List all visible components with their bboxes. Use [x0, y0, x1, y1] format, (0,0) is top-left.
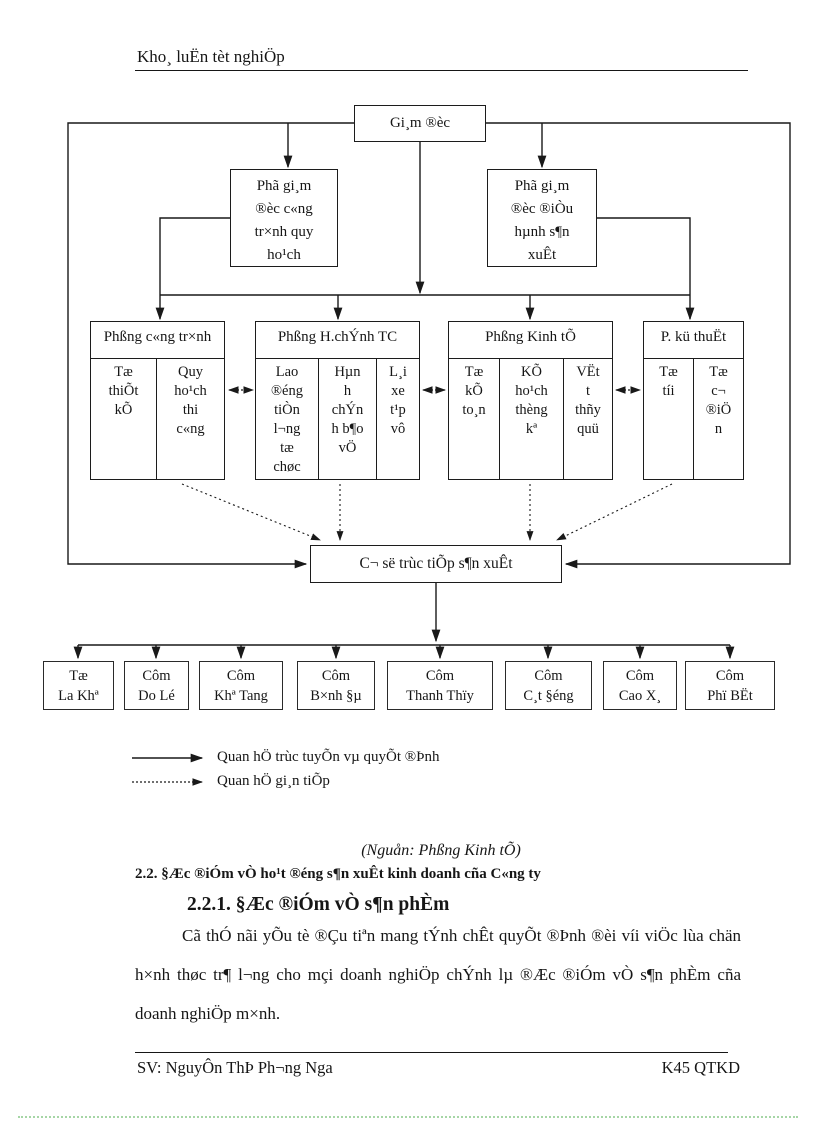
dept-kinh-te-box: Phßng Kinh tÕ Tæ kÕ to¸n KÕ ho¹ch thèng … [448, 321, 613, 480]
dept-cong-trinh-box: Phßng c«ng tr×nh Tæ thiÕt kÕ Quy ho¹ch t… [90, 321, 225, 480]
unit-cell: KÕ ho¹ch thèng kª [499, 359, 563, 479]
unit-cell: Tæ thiÕt kÕ [108, 364, 139, 418]
deputy-left-box: Phã gi¸m ®èc c«ng tr×nh quy ho¹ch [230, 169, 338, 267]
dashed-arrow-dept1-production [181, 483, 321, 541]
site-box: Tæ La Khª [43, 661, 114, 710]
dept-ky-thuat-box: P. kü thuËt Tæ tíi Tæ c¬ ®iÖ n [643, 321, 744, 480]
unit-cell: Tæ c¬ ®iÖ n [693, 359, 743, 479]
line-deputyright-to-dept4 [597, 217, 695, 321]
site-box: Côm Phï BËt [685, 661, 775, 710]
site-box: Côm Do Lé [124, 661, 189, 710]
dept-units: Tæ tíi Tæ c¬ ®iÖ n [644, 359, 743, 479]
legend-direct-label: Quan hÖ trùc tuyÕn vµ quyÕt ®Þnh [217, 749, 440, 765]
unit-cell: L¸i xe t¹p vô [376, 359, 419, 479]
unit-cell: Lao ®éng tiÒn l¬ng tæ chøc [271, 364, 303, 475]
director-box: Gi¸m ®èc [354, 105, 486, 142]
dept-hanh-chinh-box: Phßng H.chÝnh TC Lao ®éng tiÒn l¬ng tæ c… [255, 321, 420, 480]
header-rule [135, 70, 748, 71]
source-note: (Nguån: Phßng Kinh tÕ) [361, 842, 521, 859]
dept-title: Phßng c«ng tr×nh [91, 322, 224, 359]
unit-cell: VËt t thñy quü [563, 359, 612, 479]
production-box: C¬ së trùc tiÕp s¶n xuÊt [310, 545, 562, 583]
body-paragraph: Cã thÓ nãi yÕu tè ®Çu tiªn mang tÝnh chÊ… [135, 926, 741, 1023]
site-box: Côm Cao X¸ [603, 661, 677, 710]
site-box: Côm B×nh §µ [297, 661, 375, 710]
page-header-title: Kho¸ luËn tèt nghiÖp [137, 47, 285, 66]
heading-2-2-1: 2.2.1. §Æc ®iÓm vÒ s¶n phÈm [187, 894, 450, 915]
unit-cell: Quy ho¹ch thi c«ng [156, 359, 224, 479]
footer-class: K45 QTKD [661, 1058, 740, 1077]
unit-cell: Tæ kÕ to¸n [462, 364, 486, 418]
legend-indirect-label: Quan hÖ gi¸n tiÕp [217, 773, 330, 789]
page-bottom-dotted-line [18, 1116, 798, 1118]
dept-units: Lao ®éng tiÒn l¬ng tæ chøc Hµn h chÝn h … [256, 359, 419, 479]
heading-2-2: 2.2. §Æc ®iÓm vÒ ho¹t ®éng s¶n xuÊt kinh… [135, 866, 541, 882]
dept-units: Tæ kÕ to¸n KÕ ho¹ch thèng kª VËt t thñy … [449, 359, 612, 479]
footer-rule [135, 1052, 728, 1053]
site-box: Côm Thanh Thïy [387, 661, 493, 710]
page-footer: SV: NguyÔn ThÞ Ph¬ng Nga K45 QTKD [137, 1058, 740, 1078]
dept-title: P. kü thuËt [644, 322, 743, 359]
site-box: Côm Khª Tang [199, 661, 283, 710]
dashed-arrow-dept4-production [556, 483, 673, 541]
dept-units: Tæ thiÕt kÕ Quy ho¹ch thi c«ng [91, 359, 224, 479]
line-deputyleft-to-dept1 [155, 217, 230, 321]
footer-author: SV: NguyÔn ThÞ Ph¬ng Nga [137, 1058, 333, 1077]
unit-cell: Tæ tíi [659, 364, 678, 399]
unit-cell: Hµn h chÝn h b¶o vÖ [318, 359, 376, 479]
dept-title: Phßng Kinh tÕ [449, 322, 612, 359]
site-box: Côm C¸t §éng [505, 661, 592, 710]
dept-title: Phßng H.chÝnh TC [256, 322, 419, 359]
deputy-right-box: Phã gi¸m ®èc ®iÒu hµnh s¶n xuÊt [487, 169, 597, 267]
